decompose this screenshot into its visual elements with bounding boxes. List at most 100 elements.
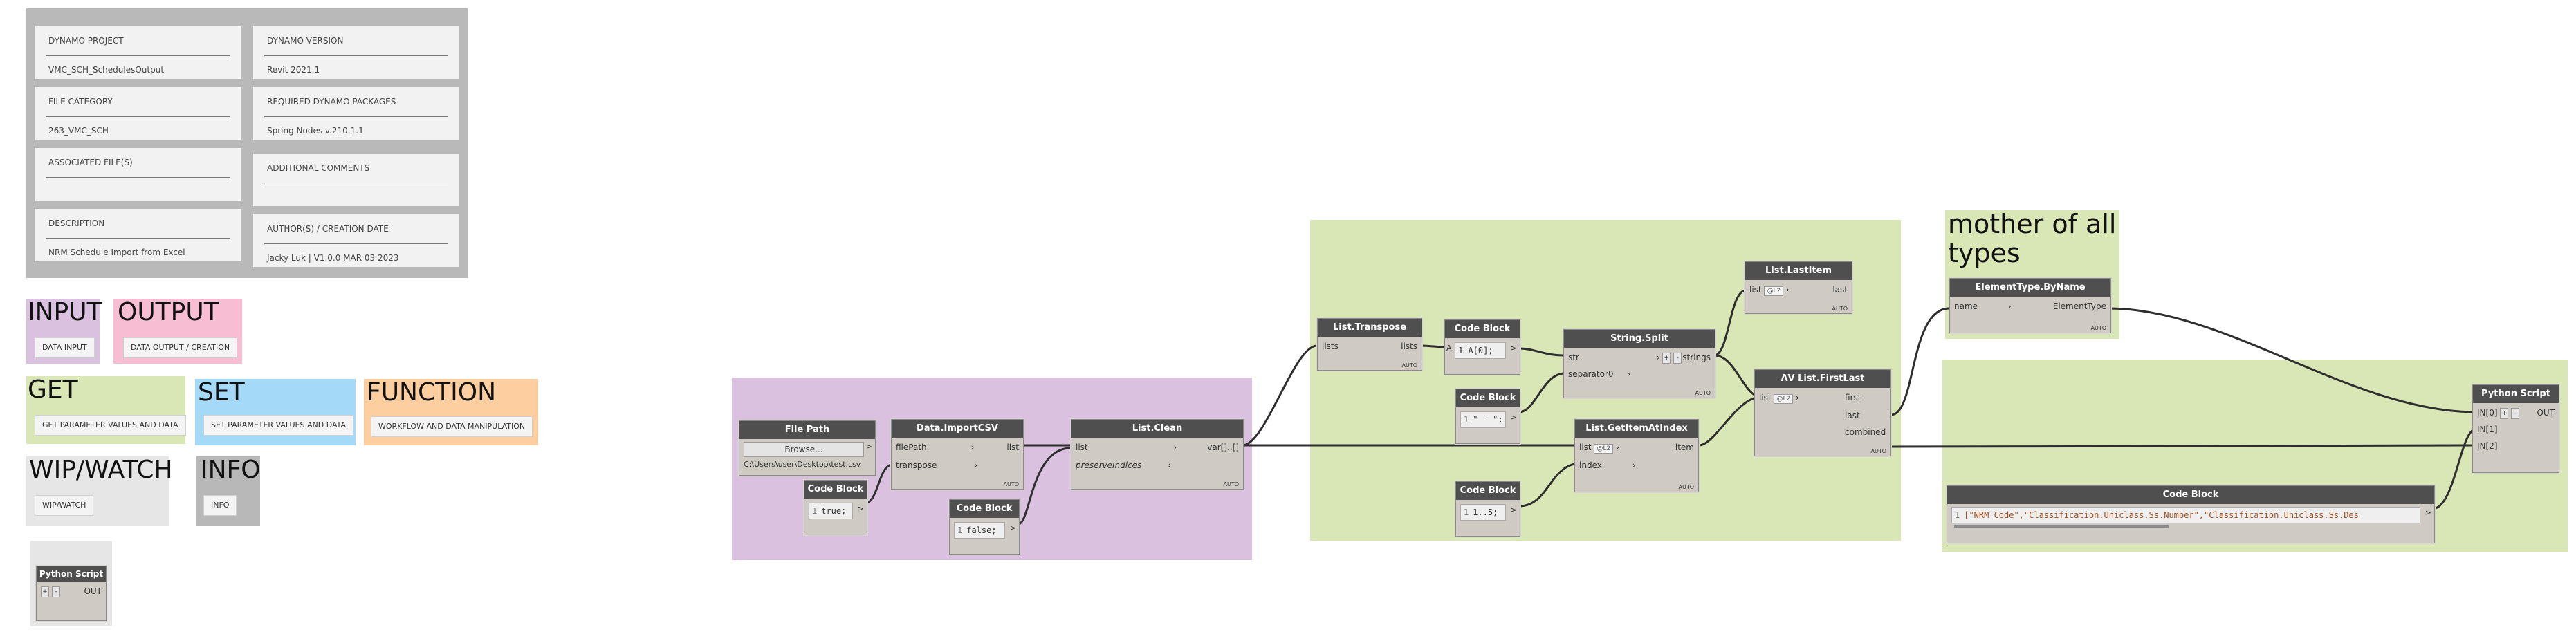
output-port[interactable]: item	[1675, 443, 1694, 452]
node-title: ElementType.ByName	[1950, 279, 2110, 297]
input-port[interactable]: preserveIndices ›	[1076, 461, 1171, 470]
output-port[interactable]: last	[1832, 285, 1848, 295]
output-port[interactable]: >	[866, 443, 872, 451]
node-title: String.Split	[1564, 330, 1715, 348]
output-port[interactable]: list	[1006, 443, 1019, 452]
lacing-indicator[interactable]: AUTO	[1870, 448, 1886, 454]
info-label: REQUIRED DYNAMO PACKAGES	[267, 97, 396, 106]
code-editor[interactable]: 1 A[0];	[1455, 342, 1506, 359]
wire	[864, 463, 893, 505]
output-port[interactable]: ElementType	[2052, 301, 2106, 311]
plus-icon[interactable]: +	[2500, 407, 2509, 419]
input-port[interactable]: list ›	[1076, 443, 1177, 452]
input-port[interactable]: list @L2 ›	[1579, 443, 1619, 454]
output-port[interactable]: combined	[1845, 427, 1886, 437]
output-port[interactable]: >	[1009, 523, 1016, 532]
minus-icon[interactable]: -	[1673, 352, 1682, 364]
string-split-node[interactable]: String.Split str › + - separator0 › stri…	[1563, 329, 1715, 398]
get-item-at-index-node[interactable]: List.GetItemAtIndex list @L2 › index › i…	[1574, 419, 1699, 492]
minus-icon[interactable]: -	[2511, 407, 2520, 419]
output-port[interactable]: var[]..[]	[1207, 443, 1239, 452]
list-first-last-node[interactable]: ΛV List.FirstLast list @L2 › first last …	[1754, 369, 1891, 456]
node-title: Python Script	[37, 566, 106, 582]
lacing-indicator[interactable]: AUTO	[1223, 481, 1239, 487]
wire	[1890, 307, 1950, 416]
lacing-indicator[interactable]: AUTO	[1695, 390, 1711, 396]
output-port[interactable]: >	[857, 504, 864, 513]
plus-icon[interactable]: +	[41, 586, 49, 597]
lacing-indicator[interactable]: AUTO	[1678, 484, 1694, 490]
import-csv-node[interactable]: Data.ImportCSV filePath › transpose › li…	[891, 419, 1024, 490]
legend-python-node[interactable]: Python Script + - OUT	[36, 566, 107, 621]
output-port[interactable]: last	[1845, 411, 1860, 420]
input-port[interactable]: name ›	[1954, 301, 2012, 311]
input-port[interactable]: separator0 ›	[1568, 369, 1631, 379]
python-script-node[interactable]: Python Script IN[0] + - IN[1] IN[2] OUT	[2472, 384, 2559, 473]
legend-function-group[interactable]: FUNCTION WORKFLOW AND DATA MANIPULATION	[364, 379, 538, 445]
code-block-index[interactable]: Code Block A 1 A[0]; >	[1444, 319, 1520, 375]
legend-get-group[interactable]: GET GET PARAMETER VALUES AND DATA	[26, 376, 186, 444]
input-port[interactable]: list @L2 ›	[1759, 393, 1799, 404]
lacing-indicator[interactable]: AUTO	[1832, 306, 1848, 312]
input-port[interactable]: IN[1]	[2477, 425, 2498, 434]
node-title: Code Block	[1947, 486, 2434, 504]
code-block-parameters[interactable]: Code Block 1["NRM Code","Classification.…	[1947, 485, 2435, 543]
list-clean-node[interactable]: List.Clean list › preserveIndices › var[…	[1071, 419, 1244, 490]
code-editor[interactable]: 1" - ";	[1460, 411, 1506, 428]
input-port[interactable]: A	[1446, 344, 1452, 353]
legend-output-group[interactable]: OUTPUT DATA OUTPUT / CREATION	[113, 299, 242, 364]
file-path-node[interactable]: File Path Browse... > C:\Users\user\Desk…	[739, 420, 876, 476]
horizontal-scrollbar[interactable]	[1954, 525, 2169, 528]
output-port[interactable]: OUT	[84, 586, 102, 596]
output-port[interactable]: >	[1510, 413, 1517, 422]
input-port[interactable]: index ›	[1579, 461, 1636, 470]
add-input-button[interactable]: + -	[37, 584, 60, 598]
node-title: Code Block	[950, 500, 1019, 518]
legend-input-group[interactable]: INPUT DATA INPUT	[26, 299, 102, 364]
output-port[interactable]: >	[1510, 344, 1517, 353]
input-port[interactable]: str › + -	[1564, 351, 1682, 364]
output-port[interactable]: lists	[1401, 342, 1417, 351]
lacing-indicator[interactable]: AUTO	[1003, 481, 1019, 487]
input-port[interactable]: lists	[1322, 342, 1338, 351]
plus-icon[interactable]: +	[1662, 352, 1671, 364]
lacing-indicator[interactable]: AUTO	[2090, 325, 2106, 331]
browse-button[interactable]: Browse...	[744, 442, 864, 457]
output-port[interactable]: >	[2425, 508, 2431, 517]
output-port[interactable]: strings	[1682, 353, 1711, 362]
output-port[interactable]: >	[1510, 505, 1517, 514]
output-port[interactable]: first	[1845, 393, 1861, 402]
output-port[interactable]: OUT	[2537, 408, 2555, 418]
list-last-item-node[interactable]: List.LastItem list @L2 › last AUTO	[1745, 261, 1852, 314]
legend-tag: DATA OUTPUT / CREATION	[123, 337, 238, 358]
minus-icon[interactable]: -	[51, 586, 60, 597]
list-level-selector[interactable]: @L2	[1774, 394, 1794, 404]
list-level-selector[interactable]: @L2	[1594, 444, 1614, 454]
input-port[interactable]: IN[2]	[2477, 441, 2498, 451]
list-level-selector[interactable]: @L2	[1764, 286, 1784, 296]
info-label: ADDITIONAL COMMENTS	[267, 163, 370, 173]
input-port[interactable]: IN[0] + -	[2473, 406, 2520, 420]
input-port[interactable]: list @L2 ›	[1749, 285, 1790, 296]
wire	[2108, 307, 2477, 413]
legend-tag: GET PARAMETER VALUES AND DATA	[35, 415, 186, 436]
legend-tag: WORKFLOW AND DATA MANIPULATION	[371, 416, 533, 437]
input-port[interactable]: transpose ›	[896, 461, 978, 470]
code-editor[interactable]: 1["NRM Code","Classification.Uniclass.Ss…	[1951, 507, 2420, 523]
list-transpose-node[interactable]: List.Transpose lists lists AUTO	[1317, 318, 1422, 371]
info-cell-category: FILE CATEGORY 263_VMC_SCH	[35, 87, 241, 140]
code-block-separator[interactable]: Code Block 1" - "; >	[1455, 389, 1520, 444]
legend-info-group[interactable]: INFO INFO	[196, 456, 261, 526]
element-type-by-name-node[interactable]: ElementType.ByName name › ElementType AU…	[1949, 278, 2111, 333]
legend-set-group[interactable]: SET SET PARAMETER VALUES AND DATA	[195, 379, 356, 445]
info-value: NRM Schedule Import from Excel	[48, 248, 185, 257]
lacing-indicator[interactable]: AUTO	[1401, 362, 1417, 369]
input-port[interactable]: filePath ›	[896, 443, 975, 452]
legend-wip-group[interactable]: WIP/WATCH WIP/WATCH	[26, 456, 173, 526]
